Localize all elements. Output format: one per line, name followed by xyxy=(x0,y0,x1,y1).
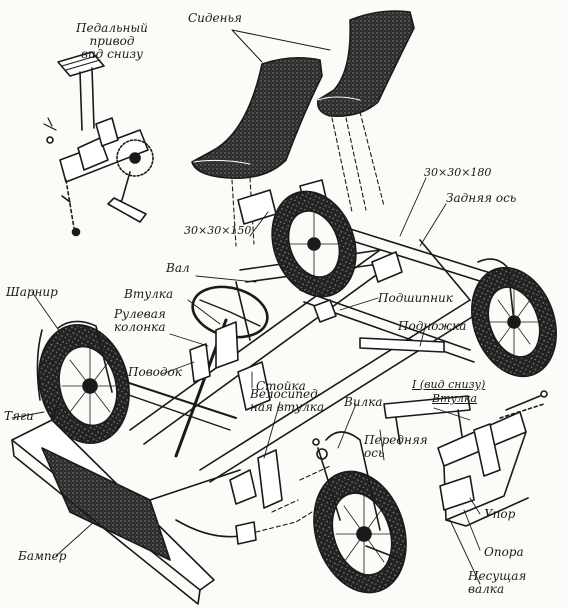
label-fork: Вилка xyxy=(344,395,383,409)
label-dim-150: 30×30×150 xyxy=(184,224,252,237)
label-bearing: Подшипник xyxy=(378,291,453,305)
label-view-from-below: I (вид снизу) xyxy=(412,378,486,391)
front-axle-inset xyxy=(383,390,548,527)
label-pedal-drive: Педальный привод вид снизу xyxy=(76,22,148,61)
steering xyxy=(119,285,269,458)
seat-mount-lines xyxy=(231,111,385,247)
label-dim-180: 30×30×180 xyxy=(424,166,492,179)
pedal-drive-inset xyxy=(43,51,154,237)
bumper xyxy=(11,399,241,605)
label-bushing: Втулка xyxy=(124,287,174,301)
label-front-axle-line1: Передняя xyxy=(364,433,428,447)
label-inset-bushing: Втулка xyxy=(432,392,478,405)
label-footrest: Подножка xyxy=(398,319,467,333)
label-rods: Тяги xyxy=(4,409,34,423)
label-carrying-roller-line2: валка xyxy=(468,582,505,596)
label-steering-column: Рулевая колонка xyxy=(114,308,166,334)
label-pedal-drive-line3: вид снизу xyxy=(80,47,143,61)
seat-rear xyxy=(316,10,415,118)
label-stop: Упор xyxy=(484,507,516,521)
label-bicycle-bushing-line2: ная втулка xyxy=(250,400,325,414)
label-pedal-drive-line2: привод xyxy=(89,34,135,48)
label-bicycle-bushing: Велосипед- ная втулка xyxy=(250,388,324,414)
label-seats: Сиденья xyxy=(188,11,242,25)
front-wheel-right xyxy=(313,431,407,594)
label-hinge: Шарнир xyxy=(6,285,58,299)
seat-front xyxy=(191,56,323,179)
label-bumper: Бампер xyxy=(18,549,67,563)
label-carrying-roller-line1: Несущая xyxy=(468,569,527,583)
label-rear-axle: Задняя ось xyxy=(446,191,517,205)
rear-wheel-left xyxy=(271,190,357,298)
label-front-axle: Передняя ось xyxy=(364,434,428,460)
label-pedal-drive-line1: Педальный xyxy=(76,21,148,35)
label-leash: Поводок xyxy=(128,365,182,379)
label-steering-column-line2: колонка xyxy=(114,320,166,334)
label-support: Опора xyxy=(484,545,524,559)
label-shaft: Вал xyxy=(166,261,190,275)
label-front-axle-line2: ось xyxy=(364,446,385,460)
leader-lines xyxy=(11,177,481,585)
label-rack: Стойка xyxy=(256,379,306,393)
label-bicycle-bushing-line1: Велосипед- xyxy=(250,387,322,401)
front-wheel-left xyxy=(36,320,130,444)
label-carrying-roller: Несущая валка xyxy=(468,570,526,596)
label-steering-column-line1: Рулевая xyxy=(114,307,166,321)
rear-wheel-right xyxy=(471,258,557,378)
